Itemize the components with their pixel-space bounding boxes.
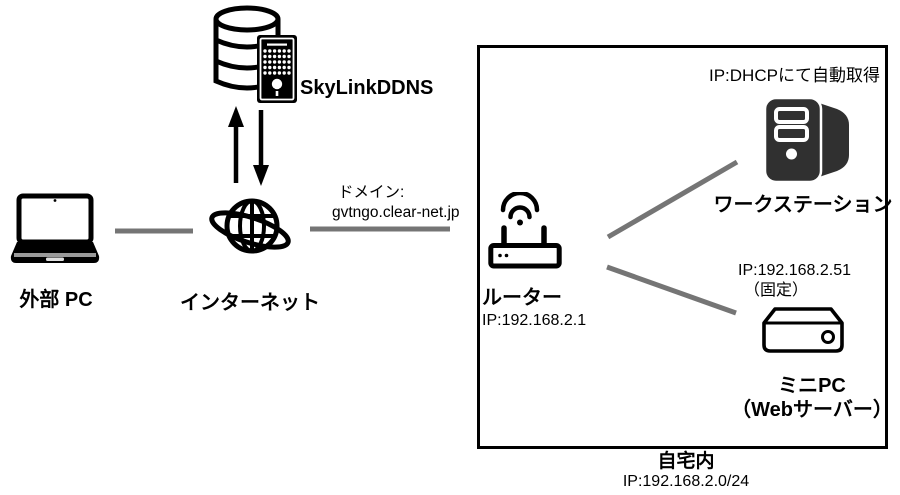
home-network-boundary-box: [477, 45, 888, 449]
minipc-role: （Webサーバー）: [731, 399, 893, 421]
minipc-ip: IP:192.168.2.51: [738, 262, 851, 279]
tower-pc-icon: [763, 97, 849, 183]
minipc-name: ミニPC: [778, 375, 846, 397]
domain-annotation: ドメイン: gvtngo.clear-net.jp: [332, 183, 460, 222]
skylink-ddns-label: SkyLinkDDNS: [300, 77, 434, 99]
domain-annotation-line2: gvtngo.clear-net.jp: [332, 203, 460, 221]
router-ip: IP:192.168.2.1: [482, 312, 587, 329]
home-network-cidr: IP:192.168.2.0/24: [622, 473, 750, 490]
external-pc-label: 外部 PC: [19, 289, 93, 311]
home-network-caption: 自宅内 IP:192.168.2.0/24: [586, 452, 786, 492]
arrow-up-icon: [228, 106, 244, 183]
globe-orbit-icon: [209, 198, 291, 254]
workstation-ip-note: IP:DHCPにて自動取得: [709, 66, 880, 85]
workstation-label: ワークステーション: [713, 194, 893, 216]
laptop-icon: [10, 193, 100, 263]
router-label: ルーター: [482, 287, 562, 309]
database-server-icon: [213, 5, 297, 103]
home-network-label: 自宅内: [657, 451, 715, 472]
domain-annotation-line1: ドメイン:: [338, 184, 405, 201]
minipc-label: ミニPC （Webサーバー）: [718, 374, 900, 422]
wifi-router-icon: [488, 192, 562, 269]
minipc-fixed-note: （固定）: [744, 282, 809, 299]
mini-pc-box-icon: [762, 307, 844, 353]
internet-label: インターネット: [180, 292, 320, 314]
arrow-down-icon: [253, 110, 269, 186]
